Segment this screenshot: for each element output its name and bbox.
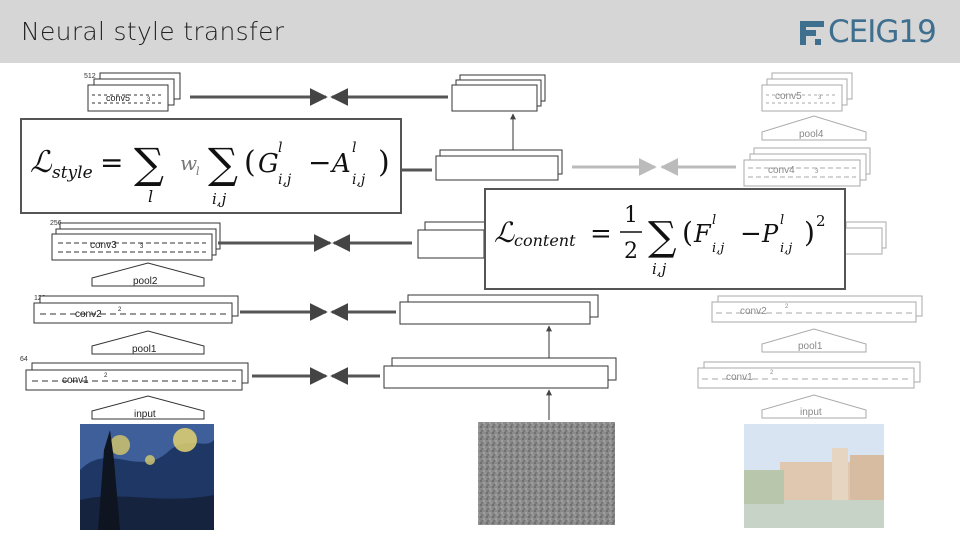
svg-text:(: ( bbox=[682, 216, 693, 249]
middle-block-5 bbox=[384, 366, 608, 388]
content-loss-equation: ℒ content = 1 2 ∑ i,j ( F l i,j − P l i,… bbox=[484, 188, 846, 290]
svg-text:=: = bbox=[590, 219, 612, 249]
svg-text:l: l bbox=[278, 140, 282, 156]
svg-text:2: 2 bbox=[624, 239, 638, 264]
left-pool1-label: pool1 bbox=[132, 344, 157, 355]
left-conv3-label: conv3 bbox=[90, 240, 117, 251]
middle-top-block bbox=[452, 85, 537, 111]
svg-text:l: l bbox=[148, 187, 153, 206]
svg-text:ℒ: ℒ bbox=[494, 216, 515, 249]
right-conv2-label: conv2 bbox=[740, 306, 767, 317]
svg-text:∑: ∑ bbox=[208, 139, 238, 188]
svg-text:l: l bbox=[780, 213, 784, 228]
left-conv2-block bbox=[34, 303, 232, 323]
svg-text:∑: ∑ bbox=[134, 139, 164, 188]
svg-text:G: G bbox=[258, 149, 279, 179]
left-conv2-label: conv2 bbox=[75, 309, 102, 320]
svg-text:ℒ: ℒ bbox=[30, 145, 53, 180]
svg-text:−: − bbox=[740, 219, 762, 249]
middle-block-2 bbox=[436, 156, 558, 180]
style-loss-equation: ℒ style = ∑ l w l ∑ i,j ( G l i,j − A l … bbox=[20, 118, 402, 214]
svg-text:i,j: i,j bbox=[212, 190, 227, 208]
generated-image bbox=[478, 422, 615, 525]
svg-text:style: style bbox=[52, 163, 93, 183]
svg-text:=: = bbox=[100, 146, 123, 179]
svg-text:l: l bbox=[352, 140, 356, 156]
right-pool4-label: pool4 bbox=[799, 129, 824, 140]
svg-text:i,j: i,j bbox=[712, 241, 724, 256]
svg-text:l: l bbox=[196, 165, 200, 178]
svg-text:i,j: i,j bbox=[652, 260, 667, 278]
middle-block-3 bbox=[418, 230, 484, 258]
svg-text:2: 2 bbox=[816, 212, 826, 230]
svg-text:i,j: i,j bbox=[352, 172, 366, 188]
style-loss-formula: ℒ style = ∑ l w l ∑ i,j ( G l i,j − A l … bbox=[22, 120, 400, 212]
svg-text:P: P bbox=[761, 220, 779, 248]
svg-text:−: − bbox=[308, 146, 331, 179]
style-image bbox=[80, 424, 214, 530]
svg-text:A: A bbox=[330, 149, 351, 179]
left-channel-label: 64 bbox=[20, 356, 28, 363]
middle-block-4 bbox=[400, 302, 590, 324]
svg-text:F: F bbox=[693, 220, 712, 248]
right-input-label: input bbox=[800, 407, 822, 418]
right-pool1-label: pool1 bbox=[798, 341, 823, 352]
svg-text:l: l bbox=[712, 213, 716, 228]
right-conv4-label: conv4 bbox=[768, 165, 795, 176]
left-conv1-label: conv1 bbox=[62, 375, 89, 386]
svg-text:content: content bbox=[514, 231, 576, 250]
svg-text:∑: ∑ bbox=[648, 214, 677, 260]
svg-text:w: w bbox=[180, 151, 197, 175]
content-loss-formula: ℒ content = 1 2 ∑ i,j ( F l i,j − P l i,… bbox=[486, 190, 844, 288]
right-conv5-block bbox=[762, 85, 842, 111]
content-image bbox=[744, 424, 884, 528]
svg-text:): ) bbox=[378, 145, 390, 180]
right-conv1-label: conv1 bbox=[726, 372, 753, 383]
left-input-label: input bbox=[134, 409, 156, 420]
left-conv3-block bbox=[52, 234, 212, 260]
left-pool2-label: pool2 bbox=[133, 276, 158, 287]
svg-text:1: 1 bbox=[624, 203, 638, 228]
svg-text:): ) bbox=[804, 216, 815, 249]
right-conv5-label: conv5 bbox=[775, 91, 802, 102]
right-conv4-block bbox=[744, 160, 860, 186]
left-conv1-block bbox=[26, 370, 242, 390]
left-conv5-label: conv5 bbox=[106, 93, 130, 103]
svg-text:i,j: i,j bbox=[278, 172, 292, 188]
svg-text:i,j: i,j bbox=[780, 241, 792, 256]
svg-text:(: ( bbox=[244, 145, 256, 180]
